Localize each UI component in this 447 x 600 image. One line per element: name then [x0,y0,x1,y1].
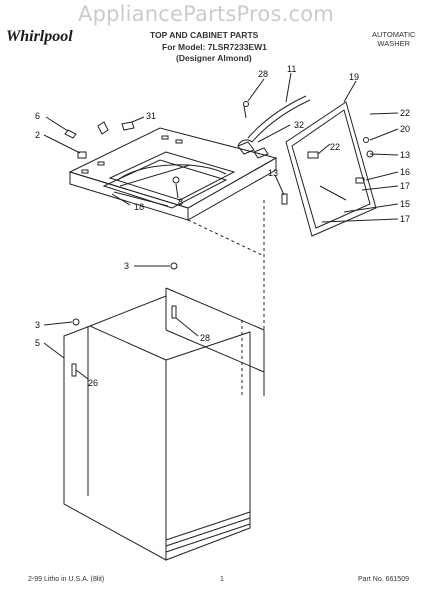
callout-32: 32 [294,120,304,130]
leader-lines [43,72,399,380]
washer-cabinet [63,295,251,561]
callout-26: 26 [88,378,98,388]
category-label: AUTOMATIC WASHER [372,30,415,48]
callout-28-cabinet: 28 [200,333,210,343]
callout-15: 15 [400,199,410,209]
callout-18: 18 [134,202,144,212]
callout-8: 8 [178,197,183,207]
category-line-2: WASHER [377,39,411,48]
washer-top-panel [68,127,278,221]
watermark: AppliancePartsPros.com [78,2,334,26]
callout-11: 11 [287,64,296,74]
model-variant: (Designer Almond) [176,53,252,63]
model-number: For Model: 7LSR7233EW1 [162,42,267,52]
callout-3-upper: 3 [124,261,129,271]
callout-22-inner: 22 [330,142,340,152]
diagram-title: TOP AND CABINET PARTS [150,30,259,40]
callout-5: 5 [35,338,40,348]
callout-17-upper: 17 [400,181,410,191]
callout-16: 16 [400,167,410,177]
callout-28-top: 28 [258,69,268,79]
footer-litho: 2-99 Litho in U.S.A. (8lit) [28,576,105,583]
callout-6: 6 [35,111,40,121]
cabinet-frame [165,200,265,396]
callout-20: 20 [400,124,410,134]
callout-19: 19 [349,72,359,82]
footer-page-number: 1 [220,576,224,583]
small-parts [64,101,374,377]
lid-bracket [285,101,377,237]
callout-22-right: 22 [400,108,410,118]
callout-13-left: 13 [268,168,278,178]
callout-31: 31 [146,111,156,121]
callout-13-right: 13 [400,150,410,160]
footer-part-number: Part No. 661509 [358,576,409,583]
callout-17-lower: 17 [400,214,410,224]
category-line-1: AUTOMATIC [372,30,416,39]
wire-harness [237,95,311,147]
whirlpool-logo: Whirlpool [6,28,73,45]
callout-2: 2 [35,130,40,140]
callout-3-lower: 3 [35,320,40,330]
callout-numbers: 28 11 19 22 20 13 16 17 15 17 32 22 13 6… [35,64,410,388]
